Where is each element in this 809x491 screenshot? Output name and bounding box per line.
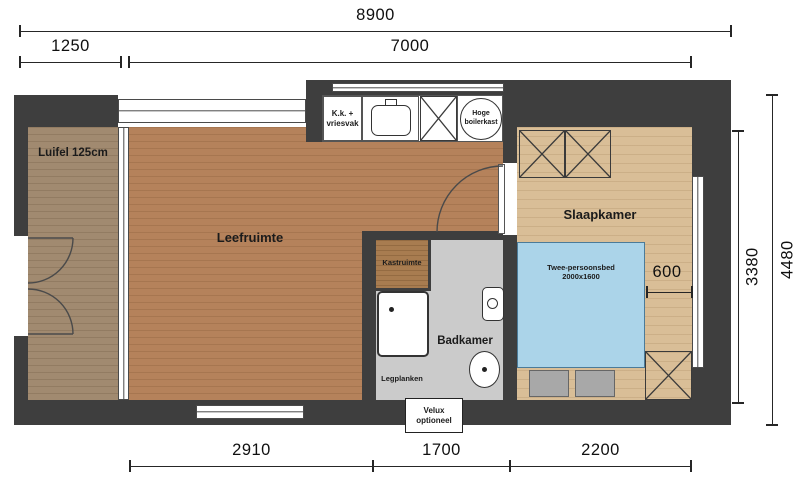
luifel-floor [28, 127, 118, 400]
dim-bottom-left: 2910 [232, 441, 271, 459]
closet-floor [376, 240, 428, 290]
dim-main-width: 7000 [390, 37, 430, 55]
shower-drain [389, 307, 394, 312]
closet-bottom-wall [376, 288, 431, 291]
bedroom-cabinet [645, 351, 692, 400]
dim-bed-side-line [646, 286, 693, 299]
luifel-door-opening [14, 236, 28, 336]
dim-luifel-width-line [19, 56, 122, 69]
bed-step-2 [575, 370, 615, 397]
kitchen-sink-unit [362, 96, 419, 141]
dim-inner-height: 3380 [743, 247, 762, 287]
bathroom-label: Badkamer [437, 335, 493, 347]
dim-bed-side: 600 [652, 263, 682, 281]
dim-total-width: 8900 [356, 6, 395, 24]
bathroom-top-wall [362, 231, 503, 240]
kitchen-cabinet-hatch [420, 96, 457, 141]
toilet [469, 351, 500, 388]
dim-total-height: 4480 [778, 240, 797, 280]
living-room-bottom-window [196, 405, 304, 419]
dim-inner-height-line [732, 130, 745, 404]
shower [377, 291, 429, 357]
bedroom-door-opening [503, 163, 517, 235]
dim-bottom-right-line [509, 460, 692, 473]
closet-right-wall [428, 240, 431, 290]
dim-bottom-left-line [129, 460, 374, 473]
wardrobe-1 [519, 130, 565, 178]
living-room-label: Leefruimte [216, 230, 284, 245]
double-bed: Twee-persoonsbed 2000x1600 [517, 242, 645, 368]
x-hatch-icon [646, 352, 691, 399]
washbasin-bowl [487, 298, 498, 309]
washbasin [482, 287, 504, 321]
boiler-label: Hoge boilerkast [464, 110, 498, 126]
x-hatch-icon [566, 131, 610, 177]
velux-option-box: Velux optioneel [405, 398, 463, 433]
bedroom-side-window [692, 176, 704, 368]
boiler-circle: Hoge boilerkast [460, 98, 502, 140]
dim-bottom-middle-line [372, 460, 511, 473]
bed-step-1 [529, 370, 569, 397]
luifel-glass-partition [118, 127, 129, 400]
dim-total-width-line [19, 25, 732, 38]
x-hatch-icon [520, 131, 564, 177]
kitchen-fridge-unit: K.k. + vriesvak [323, 96, 362, 141]
bedroom-door-leaf [498, 164, 505, 234]
dim-main-width-line [128, 56, 692, 69]
shelves-label: Legplanken [381, 374, 423, 383]
bathroom-left-wall [362, 231, 376, 400]
top-wall-left [14, 95, 118, 127]
dim-bottom-right: 2200 [581, 441, 620, 459]
x-hatch-icon [421, 97, 456, 140]
living-room-top-window [118, 99, 306, 123]
toilet-drain [482, 367, 487, 372]
wardrobe-2 [565, 130, 611, 178]
closet-label: Kastruimte [382, 258, 422, 267]
bedroom-label: Slaapkamer [563, 207, 637, 222]
kitchen-wall-stub [306, 80, 322, 142]
velux-label: Velux optioneel [416, 405, 452, 425]
dim-luifel-width: 1250 [51, 37, 90, 55]
bed-label: Twee-persoonsbed 2000x1600 [547, 263, 615, 282]
kitchen-unit-label: K.k. + vriesvak [326, 108, 359, 128]
sink-faucet [385, 99, 397, 106]
sink-basin [371, 105, 411, 136]
luifel-label: Luifel 125cm [38, 147, 108, 159]
bottom-wall [14, 400, 731, 425]
boiler-cabinet: Hoge boilerkast [457, 95, 503, 142]
dim-bottom-middle: 1700 [422, 441, 461, 459]
dim-total-height-line [766, 94, 779, 426]
kitchen-window [332, 83, 504, 92]
